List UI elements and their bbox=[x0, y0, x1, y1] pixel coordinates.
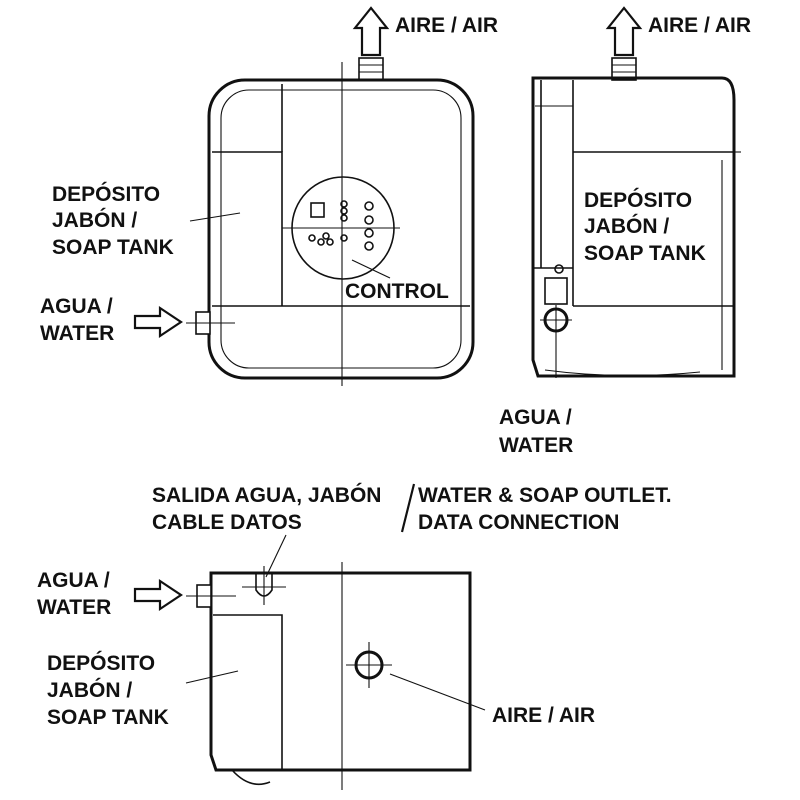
outlet-leader bbox=[265, 534, 287, 578]
outlet-es-label-1: SALIDA AGUA, JABÓN bbox=[152, 483, 381, 507]
label-divider bbox=[400, 483, 416, 533]
bottom-tank-label-3: SOAP TANK bbox=[47, 706, 169, 729]
bottom-water-label-2: WATER bbox=[37, 596, 111, 619]
front-body-outer bbox=[207, 78, 475, 380]
control-leader bbox=[351, 259, 391, 279]
front-air-label: AIRE / AIR bbox=[395, 14, 498, 37]
front-water-arrow-icon bbox=[133, 305, 183, 339]
bottom-body bbox=[209, 571, 472, 772]
front-water-label-1: AGUA / bbox=[40, 295, 113, 318]
front-water-label-2: WATER bbox=[40, 322, 114, 345]
air-arrow-icon bbox=[352, 6, 390, 57]
side-air-label: AIRE / AIR bbox=[648, 14, 751, 37]
side-air-arrow-icon bbox=[605, 6, 643, 57]
air-nozzle bbox=[358, 57, 384, 81]
outlet-en-label-1: WATER & SOAP OUTLET. bbox=[418, 484, 672, 507]
front-view: AIRE / AIR CONTROL DEPÓSITO JABÓN / SOA bbox=[40, 6, 498, 386]
front-body-inner bbox=[220, 89, 462, 369]
front-tank-leader bbox=[189, 212, 241, 222]
bottom-air-leader bbox=[389, 673, 486, 711]
side-tank-label-3: SOAP TANK bbox=[584, 242, 706, 265]
bottom-tank-label-2: JABÓN / bbox=[47, 678, 132, 702]
outlet-es-label-2: CABLE DATOS bbox=[152, 511, 302, 534]
control-label: CONTROL bbox=[345, 280, 449, 303]
bottom-water-label-1: AGUA / bbox=[37, 569, 110, 592]
control-panel bbox=[291, 176, 395, 280]
side-view: AIRE / AIR DEPÓSITO JABÓN / SOAP TANK AG… bbox=[499, 6, 751, 457]
bottom-water-arrow-icon bbox=[133, 578, 183, 612]
side-air-nozzle bbox=[611, 57, 637, 81]
front-tank-label-3: SOAP TANK bbox=[52, 236, 174, 259]
side-water-label-1: AGUA / bbox=[499, 406, 572, 429]
side-water-label-2: WATER bbox=[499, 434, 573, 457]
side-tank-label-1: DEPÓSITO bbox=[584, 188, 692, 212]
bottom-tank-label-1: DEPÓSITO bbox=[47, 651, 155, 675]
bottom-tank-leader bbox=[185, 670, 239, 684]
front-tank-label-2: JABÓN / bbox=[52, 208, 137, 232]
side-tank-label-2: JABÓN / bbox=[584, 214, 669, 238]
bottom-air-label: AIRE / AIR bbox=[492, 704, 595, 727]
outlet-en-label-2: DATA CONNECTION bbox=[418, 511, 619, 534]
front-tank-label-1: DEPÓSITO bbox=[52, 182, 160, 206]
control-display bbox=[310, 202, 325, 218]
bottom-view: SALIDA AGUA, JABÓN CABLE DATOS WATER & S… bbox=[37, 483, 672, 790]
